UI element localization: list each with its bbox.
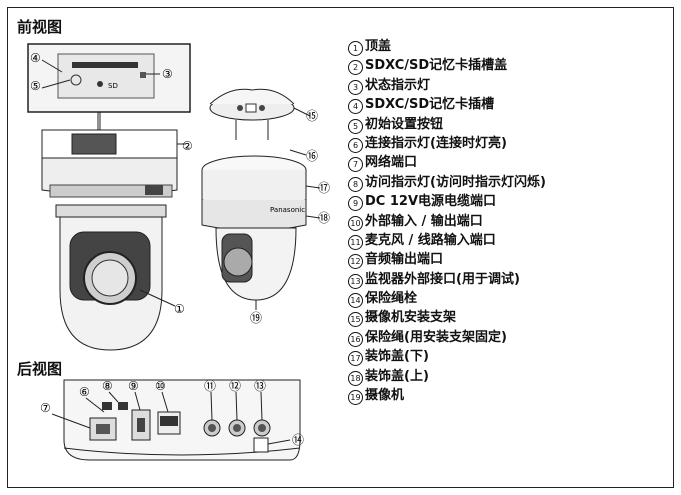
svg-text:⑫: ⑫ (229, 379, 241, 393)
svg-text:⑱: ⑱ (318, 211, 330, 225)
svg-text:⑥: ⑥ (79, 385, 90, 399)
svg-text:⑪: ⑪ (204, 379, 216, 393)
figure-frame (7, 7, 674, 488)
svg-text:①: ① (174, 302, 185, 316)
brand-text: Panasonic (270, 206, 305, 214)
svg-text:⑲: ⑲ (250, 311, 262, 325)
front-view-title: 前视图 (17, 18, 63, 36)
svg-text:④: ④ (30, 51, 41, 65)
svg-text:⑨: ⑨ (128, 379, 139, 393)
svg-text:⑰: ⑰ (318, 181, 330, 195)
svg-text:②: ② (182, 139, 193, 153)
svg-text:SD: SD (108, 82, 118, 90)
svg-text:⑤: ⑤ (30, 79, 41, 93)
svg-text:⑮: ⑮ (306, 109, 318, 123)
svg-text:③: ③ (162, 67, 173, 81)
svg-text:⑦: ⑦ (40, 401, 51, 415)
svg-text:⑯: ⑯ (306, 149, 318, 163)
svg-text:⑩: ⑩ (155, 379, 166, 393)
svg-text:⑭: ⑭ (292, 433, 304, 447)
svg-text:⑬: ⑬ (254, 379, 266, 393)
rear-view-title: 后视图 (17, 360, 63, 378)
svg-text:⑧: ⑧ (102, 379, 113, 393)
